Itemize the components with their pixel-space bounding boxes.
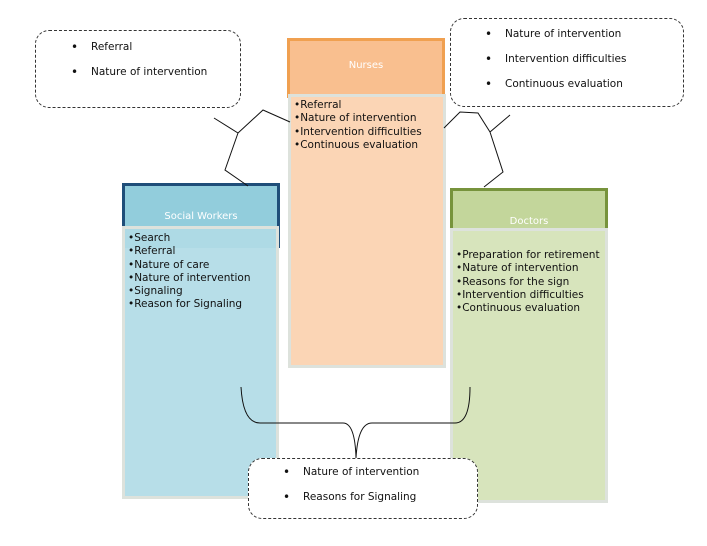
nurses-title: Nurses — [348, 60, 384, 71]
callout-bottom: Nature of interventionReasons for Signal… — [248, 458, 478, 519]
list-item: Nature of intervention — [128, 272, 273, 285]
callout-left: ReferralNature of intervention — [35, 30, 241, 108]
doctors-title: Doctors — [509, 216, 549, 227]
list-item: Nature of intervention — [294, 112, 440, 125]
callout-right: Nature of interventionIntervention diffi… — [450, 18, 684, 107]
list-item: Referral — [294, 99, 440, 112]
list-item: Referral — [128, 245, 273, 258]
list-item: Reasons for the sign — [456, 276, 602, 289]
callout-item: Reasons for Signaling — [283, 490, 477, 515]
callout-item: Intervention difficulties — [485, 52, 683, 77]
callout-item: Referral — [71, 40, 240, 65]
left-brace — [213, 109, 291, 187]
doctors-header: Doctors — [450, 188, 608, 232]
list-item: Reason for Signaling — [128, 298, 273, 311]
social-workers-list: Search Referral Nature of care Nature of… — [122, 226, 279, 499]
callout-item: Nature of intervention — [71, 65, 240, 90]
bottom-brace — [240, 386, 471, 459]
nurses-header: Nurses — [287, 38, 445, 98]
list-item: Nature of intervention — [456, 262, 602, 275]
callout-item: Continuous evaluation — [485, 77, 683, 102]
list-item: Nature of care — [128, 259, 273, 272]
list-item: Preparation for retirement — [456, 249, 602, 262]
social-workers-title: Social Workers — [164, 210, 238, 222]
list-item: Signaling — [128, 285, 273, 298]
list-item: Intervention difficulties — [294, 126, 440, 139]
doctors-list: Preparation for retirement Nature of int… — [450, 228, 608, 503]
right-brace — [443, 111, 511, 188]
list-item: Search — [128, 232, 273, 245]
nurses-list: Referral Nature of intervention Interven… — [288, 94, 446, 368]
list-item: Continuous evaluation — [294, 139, 440, 152]
list-item: Continuous evaluation — [456, 302, 602, 315]
list-item: Intervention difficulties — [456, 289, 602, 302]
callout-item: Nature of intervention — [485, 27, 683, 52]
callout-item: Nature of intervention — [283, 465, 477, 490]
